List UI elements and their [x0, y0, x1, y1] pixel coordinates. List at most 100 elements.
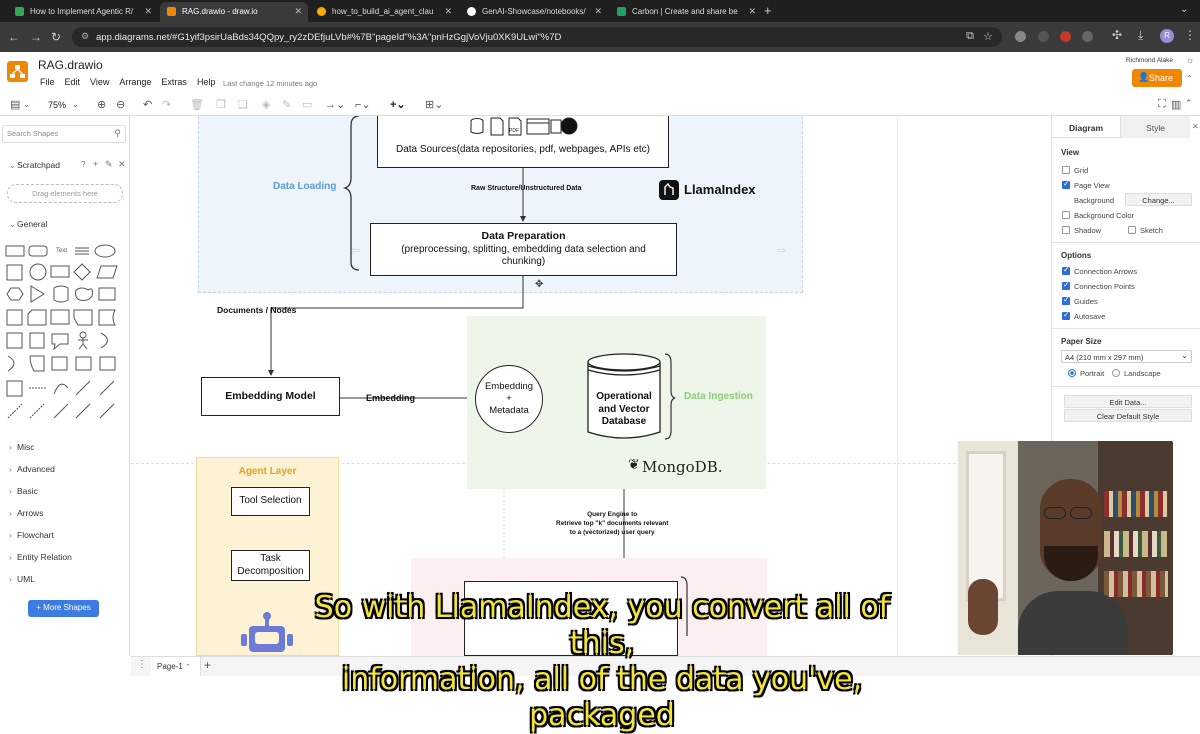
- category-uml[interactable]: ›UML: [9, 574, 35, 584]
- page-tab-1[interactable]: Page-1 ⌃: [151, 657, 201, 676]
- change-background-button[interactable]: Change...: [1125, 193, 1192, 206]
- table-icon[interactable]: ⊞⌄: [425, 99, 444, 111]
- general-header[interactable]: ⌄General: [9, 219, 48, 229]
- browser-tab-1[interactable]: RAG.drawio - draw.io ✕: [160, 2, 308, 22]
- landscape-radio[interactable]: [1112, 369, 1120, 377]
- close-icon[interactable]: ✕: [748, 6, 756, 16]
- category-advanced[interactable]: ›Advanced: [9, 464, 55, 474]
- to-back-icon[interactable]: ❏: [238, 99, 248, 111]
- close-icon[interactable]: ✕: [144, 6, 152, 16]
- reload-icon[interactable]: ↻: [51, 30, 62, 44]
- new-tab-button[interactable]: +: [764, 3, 772, 18]
- grid-checkbox[interactable]: [1062, 166, 1070, 174]
- bookmark-star-icon[interactable]: ☆: [983, 31, 993, 43]
- tool-selection-node[interactable]: Tool Selection: [231, 487, 310, 516]
- menu-file[interactable]: File: [40, 77, 55, 87]
- documents-nodes-label[interactable]: Documents / Nodes: [217, 305, 297, 315]
- fullscreen-icon[interactable]: ⛶: [1158, 98, 1166, 110]
- general-shapes-grid[interactable]: Text: [4, 238, 126, 428]
- insert-icon[interactable]: +⌄: [390, 99, 406, 111]
- waypoints-icon[interactable]: ⌐⌄: [355, 99, 371, 111]
- connection-points-checkbox[interactable]: [1062, 280, 1070, 290]
- menu-help[interactable]: Help: [196, 77, 216, 87]
- collapse-icon[interactable]: ⌃: [1186, 74, 1193, 83]
- close-icon[interactable]: ✕: [294, 6, 302, 16]
- raw-data-label[interactable]: Raw Structure/Unstructured Data: [471, 185, 582, 192]
- category-arrows[interactable]: ›Arrows: [9, 508, 44, 518]
- query-engine-label[interactable]: Query Engine to Retrieve top "k" documen…: [556, 511, 668, 537]
- edit-data-button[interactable]: Edit Data...: [1064, 395, 1192, 408]
- llamaindex-label[interactable]: LlamaIndex: [684, 182, 756, 197]
- back-icon[interactable]: ←: [8, 30, 20, 44]
- connection-icon[interactable]: →⌄: [325, 99, 346, 111]
- menu-view[interactable]: View: [90, 77, 110, 87]
- embedding-metadata-node[interactable]: Embedding + Metadata: [475, 365, 543, 433]
- pages-menu-icon[interactable]: ⋮: [137, 659, 147, 670]
- extension-icon[interactable]: [1015, 31, 1026, 42]
- close-icon[interactable]: ✕: [1192, 122, 1199, 131]
- data-preparation-node[interactable]: Data Preparation (preprocessing, splitti…: [370, 223, 677, 276]
- chevron-down-icon[interactable]: ⌄: [23, 100, 30, 109]
- task-decomposition-node[interactable]: Task Decomposition: [231, 550, 310, 581]
- diagram-canvas[interactable]: Data Loading ⇦ ⇨ Data Sources(data repos…: [131, 116, 1051, 656]
- undo-icon[interactable]: ↶: [143, 99, 153, 111]
- profile-avatar[interactable]: R: [1160, 29, 1174, 43]
- chevron-down-icon[interactable]: ⌄: [72, 100, 79, 109]
- close-icon[interactable]: ✕: [444, 6, 452, 16]
- paper-size-select[interactable]: A4 (210 mm x 297 mm) ⌄: [1061, 350, 1192, 363]
- guides-checkbox[interactable]: [1062, 295, 1070, 305]
- url-field[interactable]: ⚙ app.diagrams.net/#G1yif3psirUaBds34QQp…: [72, 27, 1002, 47]
- background-color-checkbox[interactable]: [1062, 211, 1070, 219]
- line-color-icon[interactable]: ✎: [282, 99, 292, 111]
- zoom-out-icon[interactable]: ⊖: [116, 99, 126, 111]
- browser-tab-4[interactable]: Carbon | Create and share be ✕: [610, 2, 762, 22]
- extensions-puzzle-icon[interactable]: ✣: [1112, 28, 1123, 42]
- last-change-status[interactable]: Last change 12 minutes ago: [223, 79, 318, 88]
- tab-diagram[interactable]: Diagram: [1052, 116, 1120, 138]
- extension-icon[interactable]: [1038, 31, 1049, 42]
- to-front-icon[interactable]: ❐: [216, 99, 226, 111]
- embedding-edge-label[interactable]: Embedding: [366, 393, 415, 403]
- user-name[interactable]: Richmond Alake: [1126, 57, 1173, 64]
- close-icon[interactable]: ✕: [118, 159, 126, 169]
- shadow-checkbox[interactable]: [1062, 226, 1070, 234]
- database-cylinder[interactable]: [586, 352, 662, 444]
- category-flowchart[interactable]: ›Flowchart: [9, 530, 54, 540]
- fill-color-icon[interactable]: ◈: [262, 99, 271, 111]
- close-icon[interactable]: ✕: [594, 6, 602, 16]
- autosave-checkbox[interactable]: [1062, 310, 1070, 320]
- extension-icon[interactable]: [1060, 31, 1071, 42]
- collapse-icon[interactable]: ⌃: [1185, 98, 1193, 108]
- add-page-button[interactable]: +: [204, 658, 212, 672]
- embedding-model-node[interactable]: Embedding Model: [201, 377, 340, 416]
- scratchpad-header[interactable]: ⌄Scratchpad: [9, 160, 60, 170]
- search-icon[interactable]: ⚲: [114, 128, 121, 138]
- zoom-level[interactable]: 75%: [48, 100, 67, 110]
- extension-icon[interactable]: [1082, 31, 1093, 42]
- share-button[interactable]: 👤 Share: [1132, 69, 1182, 87]
- data-loading-label[interactable]: Data Loading: [273, 181, 337, 192]
- data-ingestion-label[interactable]: Data Ingestion: [684, 391, 753, 402]
- category-entity-relation[interactable]: ›Entity Relation: [9, 552, 72, 562]
- redo-icon[interactable]: ↷: [162, 99, 172, 111]
- category-basic[interactable]: ›Basic: [9, 486, 38, 496]
- clear-default-style-button[interactable]: Clear Default Style: [1064, 409, 1192, 422]
- edit-icon[interactable]: ✎: [105, 159, 113, 169]
- zoom-in-icon[interactable]: ⊕: [97, 99, 107, 111]
- page-view-checkbox[interactable]: [1062, 179, 1070, 189]
- more-shapes-button[interactable]: + More Shapes: [28, 600, 99, 617]
- portrait-radio[interactable]: [1068, 369, 1076, 377]
- browser-tab-3[interactable]: GenAI-Showcase/notebooks/ ✕: [460, 2, 608, 22]
- forward-icon[interactable]: →: [30, 30, 42, 44]
- agent-layer-label[interactable]: Agent Layer: [238, 466, 297, 477]
- search-shapes-input[interactable]: Search Shapes ⚲: [2, 125, 126, 143]
- menu-kebab-icon[interactable]: ⋮: [1184, 28, 1196, 42]
- site-info-icon[interactable]: ⚙: [81, 31, 90, 41]
- sketch-checkbox[interactable]: [1128, 226, 1136, 234]
- theme-sun-icon[interactable]: ☼: [1186, 55, 1195, 65]
- file-title[interactable]: RAG.drawio: [38, 58, 103, 72]
- data-sources-node[interactable]: Data Sources(data repositories, pdf, web…: [377, 116, 669, 168]
- format-toggle-icon[interactable]: ▥: [1171, 99, 1182, 111]
- format-panel-icon[interactable]: ▤: [10, 99, 21, 111]
- browser-tab-2[interactable]: how_to_build_ai_agent_clau ✕: [310, 2, 458, 22]
